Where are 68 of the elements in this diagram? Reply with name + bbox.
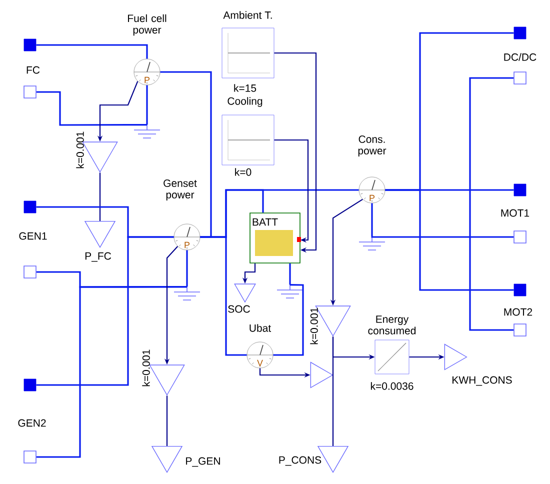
wire xyxy=(146,85,148,125)
node-label: k=0.0036 xyxy=(370,382,414,390)
open-port xyxy=(24,450,36,464)
source-block: Cooling k=0 xyxy=(222,97,274,176)
node-label: MOT1 xyxy=(501,209,530,217)
node-label: Genset power xyxy=(164,180,197,200)
output-triangle: SOC xyxy=(228,284,256,313)
node-label: Ambient T. xyxy=(223,11,272,19)
meter: Ubat V xyxy=(246,324,274,368)
node-label: KWH_CONS xyxy=(452,376,512,386)
integrator-block: Energy consumed k=0.0036 xyxy=(368,316,416,390)
open-port xyxy=(514,324,526,336)
output-triangle: KWH_CONS xyxy=(444,344,512,386)
battery-block: BATT xyxy=(250,212,301,264)
wire xyxy=(36,91,147,126)
wire xyxy=(36,236,174,386)
ground-symbol xyxy=(358,236,386,250)
node-label: SOC xyxy=(228,305,250,313)
node-label: P_GEN xyxy=(186,457,220,467)
filled-port: FC xyxy=(24,38,40,74)
node-label: k=15 xyxy=(234,84,256,92)
node-label: P_CONS xyxy=(279,456,322,466)
node-label: Fuel cell power xyxy=(128,14,166,36)
wire xyxy=(274,139,309,243)
node-label: Cooling xyxy=(228,97,262,107)
open-port xyxy=(24,86,36,98)
node-label: k=0.001 xyxy=(76,132,84,168)
wire xyxy=(469,77,514,331)
wire xyxy=(274,52,317,253)
node-label: FC xyxy=(26,66,40,74)
wire xyxy=(36,286,187,458)
node-label: GEN2 xyxy=(18,419,46,427)
meter: Cons. power P xyxy=(358,136,386,204)
ground-symbol xyxy=(174,286,200,300)
ground-symbol xyxy=(276,284,304,298)
wire xyxy=(166,396,168,446)
wire xyxy=(289,263,291,285)
gain-triangle: k=0.001 xyxy=(310,306,351,344)
meter: Genset power P xyxy=(164,180,200,250)
meter: Fuel cell power P xyxy=(128,14,166,86)
ground-symbol xyxy=(134,124,160,138)
node-label: P_FC xyxy=(85,252,112,262)
wire xyxy=(385,189,514,291)
node-label: Energy consumed xyxy=(368,316,416,334)
filled-port: GEN1 xyxy=(19,200,47,240)
wire xyxy=(371,203,373,237)
filled-port: GEN2 xyxy=(18,378,46,427)
wire xyxy=(99,172,101,221)
open-port xyxy=(514,72,526,84)
node-label: DC/DC xyxy=(504,53,536,61)
output-triangle xyxy=(310,362,334,388)
wire xyxy=(186,250,188,287)
wire xyxy=(371,236,514,238)
node-label: MOT2 xyxy=(504,308,532,316)
filled-port: MOT2 xyxy=(504,284,532,316)
open-port xyxy=(24,266,36,278)
node-label: GEN1 xyxy=(19,232,47,240)
node-label: k=0.001 xyxy=(142,350,150,386)
node-label: Cons. power xyxy=(358,136,386,156)
node-label: Ubat xyxy=(250,324,272,332)
open-port xyxy=(514,230,526,244)
wire xyxy=(36,44,148,59)
wire xyxy=(160,71,212,238)
node-label: k=0 xyxy=(235,168,252,176)
filled-port: MOT1 xyxy=(501,184,530,217)
wire xyxy=(200,236,247,356)
filled-port: DC/DC xyxy=(504,26,536,61)
wire xyxy=(273,284,304,356)
